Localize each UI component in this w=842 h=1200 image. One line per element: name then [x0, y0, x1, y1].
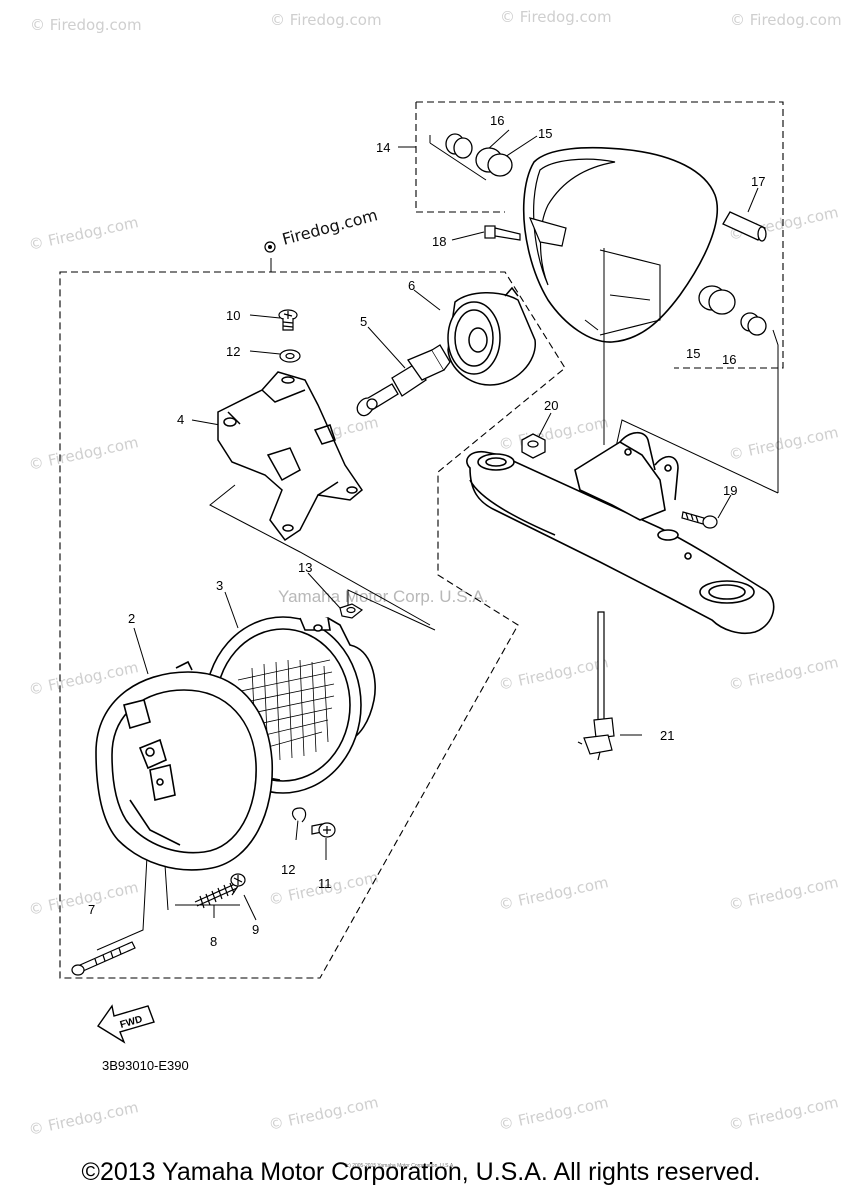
part-label: 15 — [538, 126, 552, 141]
screw-10-icon — [278, 309, 298, 331]
corp-watermark: Yamaha Motor Corp. U.S.A. — [278, 587, 488, 606]
bulb-5-icon — [356, 344, 451, 417]
watermark-text: © Firedog.com — [727, 873, 840, 914]
screw-9-icon — [230, 873, 246, 896]
watermark-text: © Firedog.com — [497, 653, 610, 694]
ring-symbol-dot-icon — [268, 245, 272, 249]
watermark-text: © Firedog.com — [27, 1098, 140, 1139]
part-label: 5 — [360, 314, 367, 329]
lower-bracket-icon — [466, 431, 775, 635]
bolt-19-icon — [681, 511, 718, 529]
nut-13-icon — [339, 603, 364, 619]
bushing-group-right — [698, 285, 767, 336]
watermark-text: © Firedog.com — [727, 423, 840, 464]
leader-lines — [96, 129, 779, 951]
screw-7-icon — [71, 941, 136, 976]
group-14-boundary — [415, 101, 784, 369]
watermark-text: © Firedog.com — [497, 1093, 610, 1134]
watermark-text: © Firedog.com — [500, 8, 612, 26]
part-label: 3 — [216, 578, 223, 593]
fwd-arrow-icon — [97, 1004, 155, 1044]
nut-20-icon — [521, 433, 546, 459]
part-label: 12 — [281, 862, 295, 877]
screw-11-icon — [311, 822, 336, 838]
pin-17-icon — [722, 211, 767, 242]
part-label: 21 — [660, 728, 674, 743]
diagram-code: 3B93010-E390 — [102, 1058, 189, 1073]
washer-12-icon — [279, 349, 301, 363]
part-label: 9 — [252, 922, 259, 937]
part-label: 6 — [408, 278, 415, 293]
watermark-text: © Firedog.com — [27, 878, 140, 919]
part-label: 13 — [298, 560, 312, 575]
part-label: 8 — [210, 934, 217, 949]
watermark-text: © Firedog.com — [727, 1093, 840, 1134]
grommet-15-icon — [487, 153, 513, 177]
part-label: 17 — [751, 174, 765, 189]
watermark-text: © Firedog.com — [497, 873, 610, 914]
part-label: 16 — [490, 113, 504, 128]
part-label: 16 — [722, 352, 736, 367]
bushing-group-top — [445, 133, 513, 177]
watermark-text: © Firedog.com — [727, 653, 840, 694]
part-label: 7 — [88, 902, 95, 917]
watermark-text: © Firedog.com — [270, 11, 382, 29]
part-label: 4 — [177, 412, 184, 427]
part-label: 18 — [432, 234, 446, 249]
bolt-18-icon — [484, 225, 521, 241]
watermark-text: © Firedog.com — [730, 11, 842, 29]
part-label: 12 — [226, 344, 240, 359]
part-label: 10 — [226, 308, 240, 323]
bracket-18-icon — [528, 217, 567, 247]
diagram-watermark: Firedog.com — [264, 205, 380, 253]
part-labels: 10 12 4 5 6 2 3 13 7 8 9 12 11 14 16 15 … — [88, 113, 765, 949]
washer-12-icon — [291, 807, 307, 823]
part-label: 19 — [723, 483, 737, 498]
collar-16-icon — [453, 137, 473, 159]
cable-tie-21-icon — [577, 611, 615, 761]
watermark-text: © Firedog.com — [27, 213, 140, 254]
part-label: 20 — [544, 398, 558, 413]
collar-16-icon — [747, 316, 767, 336]
group-main-boundary — [59, 271, 566, 979]
ring-symbol-icon — [264, 241, 276, 253]
group-boundaries — [59, 101, 784, 979]
tiny-notice: (c) 2005-2015 Yamaha Motor Corporation, … — [345, 1163, 455, 1169]
socket-cover-6-icon — [447, 286, 536, 386]
watermark-text: © Firedog.com — [30, 16, 142, 34]
grommet-15-icon — [708, 289, 736, 315]
watermark-text: © Firedog.com — [497, 413, 610, 454]
part-label: 14 — [376, 140, 390, 155]
spring-8-icon — [194, 882, 238, 909]
watermark-text: © Firedog.com — [267, 1093, 380, 1134]
part-label: 15 — [686, 346, 700, 361]
headlight-rim-2-icon — [95, 660, 274, 871]
part-label: 2 — [128, 611, 135, 626]
watermark-text: © Firedog.com — [27, 433, 140, 474]
copyright-notice: ©2013 Yamaha Motor Corporation, U.S.A. A… — [81, 1158, 761, 1186]
part-label: 11 — [318, 876, 332, 891]
diagram-watermark-text: Firedog.com — [280, 205, 380, 249]
fwd-arrow: FWD — [97, 1004, 155, 1044]
bracket-4-icon — [217, 371, 364, 542]
